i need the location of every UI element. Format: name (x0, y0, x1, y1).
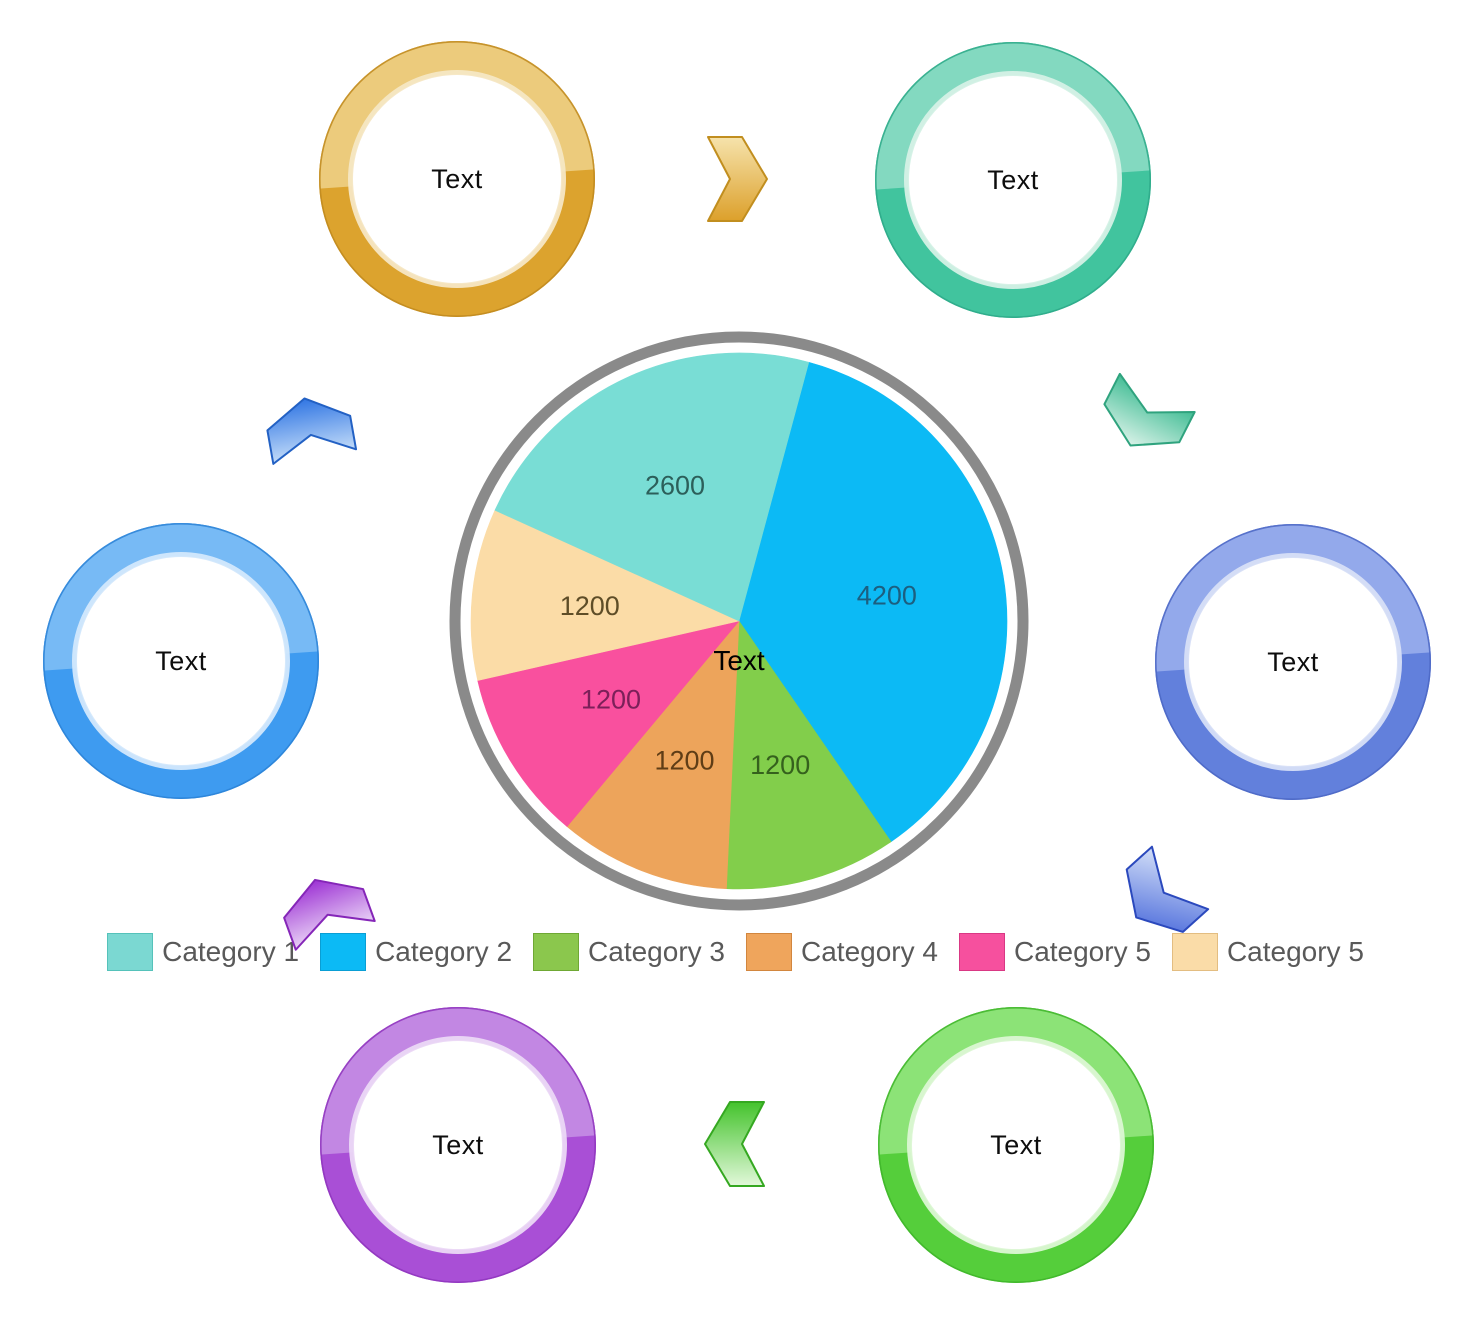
pie-slice-category-1[interactable] (494, 352, 810, 622)
ring-right-label: Text (1267, 646, 1319, 677)
ring-inner-rim (904, 71, 1122, 289)
pie-value-label: 4200 (857, 581, 917, 611)
ring-top-right-label: Text (987, 164, 1039, 195)
ring-left-label: Text (155, 645, 207, 676)
pie-value-label: 1200 (750, 750, 810, 780)
ring-outer-edge (43, 523, 319, 799)
ring-bottom-right-shape (878, 1007, 1154, 1283)
ring-inner-rim (348, 70, 566, 288)
legend-item-5[interactable]: Category 5 (958, 933, 1151, 971)
pie-value-label: 1200 (560, 591, 620, 621)
pie-slice-category-4[interactable] (566, 620, 740, 890)
ring-bottom-left[interactable]: Text (318, 1005, 598, 1285)
pie-slice-category-3[interactable] (726, 620, 892, 890)
ring-gloss (43, 523, 319, 671)
legend-swatch-1 (107, 933, 154, 971)
arrow-bottom-chevron-icon (704, 1101, 765, 1187)
ring-inner-rim (72, 552, 290, 770)
ring-bottom-left-label: Text (432, 1129, 484, 1160)
ring-gloss (878, 1007, 1154, 1155)
ring-gloss (1155, 524, 1431, 672)
legend-swatch-5 (958, 933, 1005, 971)
ring-gloss (320, 1007, 596, 1155)
arrow-right-lower-chevron-icon (1125, 845, 1210, 933)
arrow-left-upper-chevron-icon (266, 397, 358, 465)
ring-gloss (319, 41, 595, 189)
arrow-right-upper[interactable] (1090, 362, 1200, 472)
ring-top-left[interactable]: Text (317, 39, 597, 319)
arrow-right-lower-shape (1125, 845, 1210, 933)
ring-bottom-right[interactable]: Text (876, 1005, 1156, 1285)
ring-left-shape (43, 523, 319, 799)
arrow-bottom[interactable] (682, 1089, 792, 1199)
ring-outer-edge (319, 41, 595, 317)
arrow-top[interactable] (680, 124, 790, 234)
arrow-right-upper-shape (1103, 372, 1196, 447)
pie-slice-category-5[interactable] (470, 509, 740, 681)
ring-bottom-left-shape (320, 1007, 596, 1283)
ring-inner-rim (349, 1036, 567, 1254)
legend-item-6[interactable]: Category 5 (1171, 933, 1364, 971)
pie-value-label: 1200 (581, 684, 641, 714)
legend-label-3: Category 3 (588, 936, 725, 967)
arrow-left-upper-shape (266, 397, 358, 465)
pie-value-label: 1200 (654, 746, 714, 776)
arrow-left-lower-shape (283, 878, 376, 951)
ring-inner-rim (1184, 553, 1402, 771)
ring-top-right[interactable]: Text (873, 40, 1153, 320)
ring-outer-edge (320, 1007, 596, 1283)
pie-center-label: Text (713, 645, 765, 676)
legend-swatch-2 (320, 933, 367, 971)
legend: Category 1 Category 2 Category 3 Category 4… (0, 933, 1471, 971)
ring-outer-edge (1155, 524, 1431, 800)
legend-label-4: Category 4 (801, 936, 938, 967)
arrow-top-chevron-icon (707, 136, 768, 222)
arrow-left-lower-chevron-icon (283, 878, 376, 951)
ring-bottom-right-label: Text (990, 1129, 1042, 1160)
legend-label-2: Category 2 (375, 936, 513, 967)
pie-value-label: 2600 (645, 470, 705, 500)
legend-item-1[interactable]: Category 1 (107, 933, 299, 971)
legend-label-1: Category 1 (162, 936, 300, 967)
ring-right-shape (1155, 524, 1431, 800)
ring-right[interactable]: Text (1153, 522, 1433, 802)
arrow-left-upper[interactable] (255, 375, 365, 485)
legend-label-5: Category 5 (1013, 936, 1151, 967)
arrow-top-shape (707, 136, 768, 222)
legend-item-3[interactable]: Category 3 (533, 933, 725, 971)
arrow-right-upper-chevron-icon (1103, 372, 1196, 447)
arrow-right-lower[interactable] (1105, 841, 1215, 951)
legend-item-2[interactable]: Category 2 (320, 933, 512, 971)
ring-outer-edge (875, 42, 1151, 318)
ring-inner-rim (907, 1036, 1125, 1254)
legend-swatch-4 (746, 933, 792, 971)
legend-item-4[interactable]: Category 4 (746, 933, 938, 971)
arrow-left-lower[interactable] (271, 855, 381, 965)
legend-label-6: Category 5 (1226, 936, 1364, 967)
pie-slice-category-2[interactable] (738, 361, 1008, 843)
ring-gloss (875, 42, 1151, 190)
legend-swatch-6 (1171, 933, 1218, 971)
legend-swatch-3 (533, 933, 580, 971)
arrow-bottom-shape (704, 1101, 765, 1187)
ring-outer-edge (878, 1007, 1154, 1283)
ring-top-left-label: Text (431, 163, 483, 194)
ring-top-left-shape (319, 41, 595, 317)
pie-slice-category-5[interactable] (477, 620, 740, 827)
ring-top-right-shape (875, 42, 1151, 318)
ring-left[interactable]: Text (41, 521, 321, 801)
